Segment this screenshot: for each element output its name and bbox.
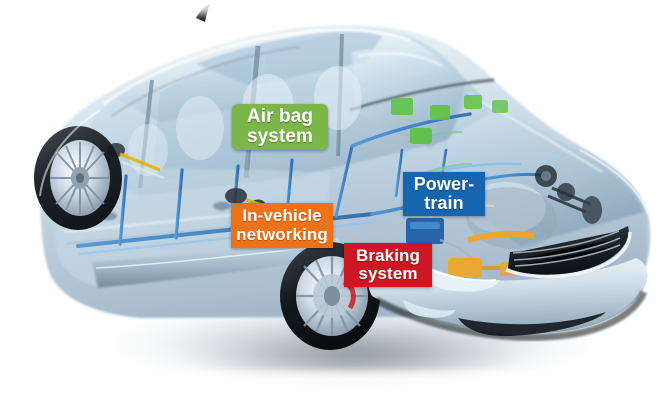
powertrain-assembly <box>429 165 602 278</box>
body-sheen <box>39 109 649 215</box>
callout-air-bag-system-line1: Air bag <box>246 105 314 127</box>
callout-in-vehicle-networking[interactable]: In-vehicle networking <box>231 203 333 248</box>
callout-air-bag-system[interactable]: Air bag system <box>232 104 328 150</box>
callout-power-train-line2: train <box>424 193 464 213</box>
front-end <box>367 226 648 341</box>
callout-braking-system-line1: Braking <box>356 245 420 265</box>
rear-wheel <box>34 126 122 230</box>
callout-braking-system-line2: system <box>358 264 418 283</box>
callout-air-bag-system-line2: system <box>246 126 314 147</box>
callout-in-vehicle-networking-line2: networking <box>236 224 328 244</box>
brake-hydraulic-unit <box>406 218 478 267</box>
callout-braking-system[interactable]: Braking system <box>344 243 432 287</box>
ecu-modules <box>391 95 508 144</box>
callout-in-vehicle-networking-line1: In-vehicle <box>242 206 322 226</box>
callout-power-train-line1: Power- <box>413 173 475 194</box>
callout-power-train[interactable]: Power- train <box>403 172 485 216</box>
wiring-harness <box>76 112 550 256</box>
